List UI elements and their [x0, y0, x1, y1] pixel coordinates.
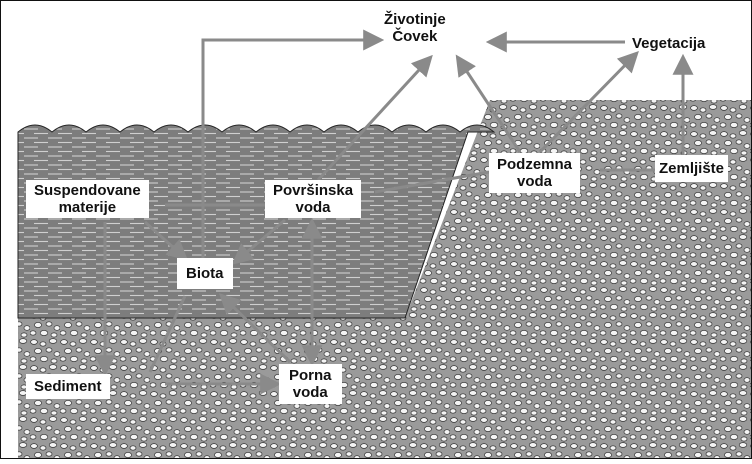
label-podzemna-voda: Podzemna voda: [489, 153, 580, 193]
label-vegetacija: Vegetacija: [632, 35, 705, 52]
label-biota: Biota: [177, 258, 233, 289]
label-covek: Čovek: [384, 28, 446, 45]
label-zivotinje: Životinje: [384, 11, 446, 28]
label-zivotinje-covek: Životinje Čovek: [384, 11, 446, 45]
label-povrsinska-voda: Površinska voda: [265, 180, 361, 218]
label-porna-voda: Porna voda: [279, 364, 342, 404]
label-zemljiste: Zemljište: [655, 155, 728, 182]
terrain-layer: [18, 100, 752, 459]
label-suspendovane-materije: Suspendovane materije: [26, 180, 149, 218]
label-sediment: Sediment: [26, 374, 110, 399]
